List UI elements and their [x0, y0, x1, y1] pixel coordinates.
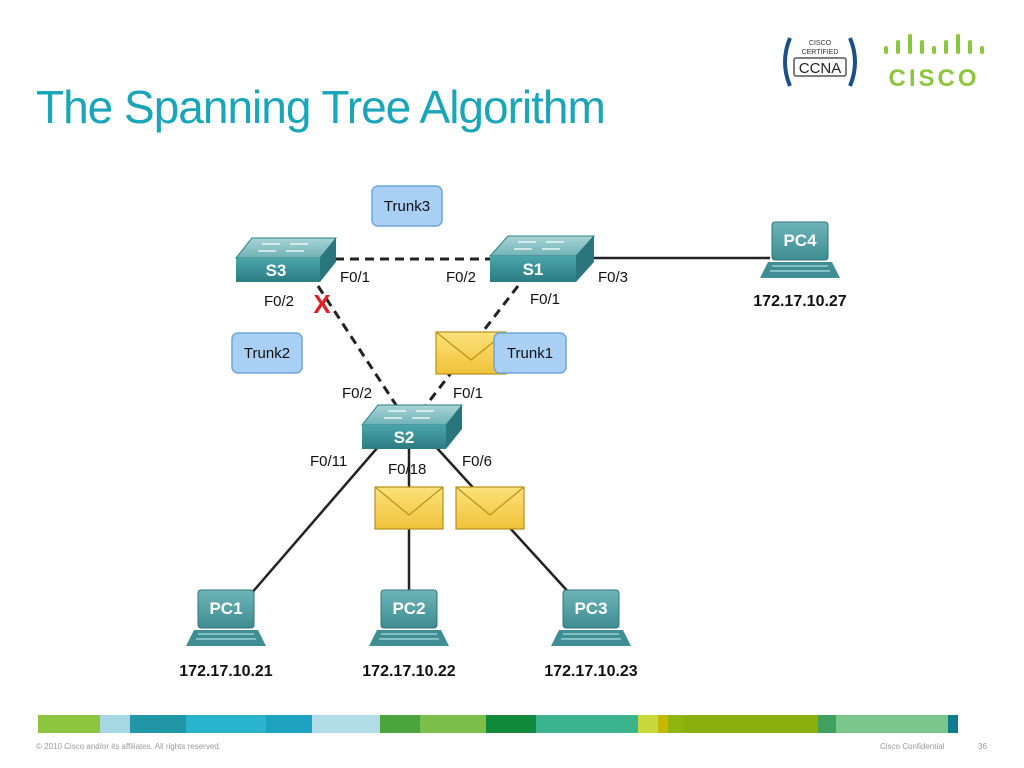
color-bar-segment: [486, 715, 536, 733]
badge-line1: CISCO: [809, 40, 832, 47]
pc2-ip: 172.17.10.22: [362, 663, 456, 680]
pc1-ip: 172.17.10.21: [179, 663, 273, 680]
switch-s2[interactable]: S2: [360, 404, 464, 449]
trunk1-label: Trunk1: [507, 345, 553, 362]
switch-s3-label: S3: [266, 261, 287, 280]
port-s2-f01: F0/1: [453, 385, 483, 402]
footer-color-bar: [38, 715, 986, 733]
pc3[interactable]: PC3: [551, 589, 631, 646]
trunk2-label-box: Trunk2: [231, 332, 303, 374]
color-bar-segment: [658, 715, 668, 733]
blocked-port-marker: X: [313, 289, 331, 319]
footer-confidential: Cisco Confidential: [880, 742, 945, 751]
pc3-ip: 172.17.10.23: [544, 663, 638, 680]
trunk2-label: Trunk2: [244, 345, 290, 362]
link-s2-pc1: [249, 446, 379, 596]
pc1[interactable]: PC1: [186, 589, 266, 646]
pc1-label: PC1: [209, 599, 242, 618]
color-bar-segment: [38, 715, 100, 733]
port-s2-f06: F0/6: [462, 453, 492, 470]
color-bar-segment: [684, 715, 818, 733]
pc2[interactable]: PC2: [369, 589, 449, 646]
switch-s1-label: S1: [523, 260, 544, 279]
port-s3-f02: F0/2: [264, 293, 294, 310]
color-bar-segment: [312, 715, 380, 733]
color-bar-segment: [100, 715, 130, 733]
color-bar-segment: [638, 715, 658, 733]
bpdu-envelope-icon: [455, 486, 525, 530]
color-bar-segment: [818, 715, 836, 733]
color-bar-segment: [536, 715, 638, 733]
port-s1-f01: F0/1: [530, 291, 560, 308]
bpdu-envelope-icon: [374, 486, 444, 530]
link-s3-s2: [316, 285, 400, 409]
color-bar-segment: [836, 715, 948, 733]
switch-s2-label: S2: [394, 428, 415, 447]
port-s1-f02: F0/2: [446, 269, 476, 286]
cisco-logo-text: CISCO: [888, 65, 979, 90]
trunk3-label: Trunk3: [384, 198, 430, 215]
color-bar-segment: [380, 715, 420, 733]
pc4-label: PC4: [783, 231, 817, 250]
ccna-badge-icon: CISCO CERTIFIED CCNA: [783, 37, 857, 87]
badge-line3: CCNA: [799, 60, 842, 77]
color-bar-segment: [420, 715, 486, 733]
color-bar-segment: [948, 715, 958, 733]
port-s2-f011: F0/11: [310, 453, 347, 470]
color-bar-segment: [130, 715, 186, 733]
trunk1-label-box: Trunk1: [493, 332, 567, 374]
pc4[interactable]: PC4: [760, 221, 840, 278]
color-bar-segment: [186, 715, 266, 733]
footer-copyright: © 2010 Cisco and/or its affiliates. All …: [36, 742, 221, 751]
page-number: 36: [978, 742, 987, 751]
switch-s1[interactable]: S1: [488, 235, 596, 282]
port-s2-f018: F0/18: [388, 461, 426, 478]
page-title: The Spanning Tree Algorithm: [36, 81, 606, 133]
switch-s3[interactable]: S3: [234, 237, 338, 282]
cisco-logo-icon: CISCO: [884, 34, 984, 90]
pc3-label: PC3: [574, 599, 607, 618]
pc2-label: PC2: [392, 599, 425, 618]
port-s3-f01: F0/1: [340, 269, 370, 286]
port-s2-f02: F0/2: [342, 385, 372, 402]
port-s1-f03: F0/3: [598, 269, 628, 286]
color-bar-segment: [266, 715, 312, 733]
trunk3-label-box: Trunk3: [371, 185, 443, 227]
color-bar-segment: [668, 715, 684, 733]
pc4-ip: 172.17.10.27: [753, 293, 847, 310]
badge-line2: CERTIFIED: [802, 49, 839, 56]
